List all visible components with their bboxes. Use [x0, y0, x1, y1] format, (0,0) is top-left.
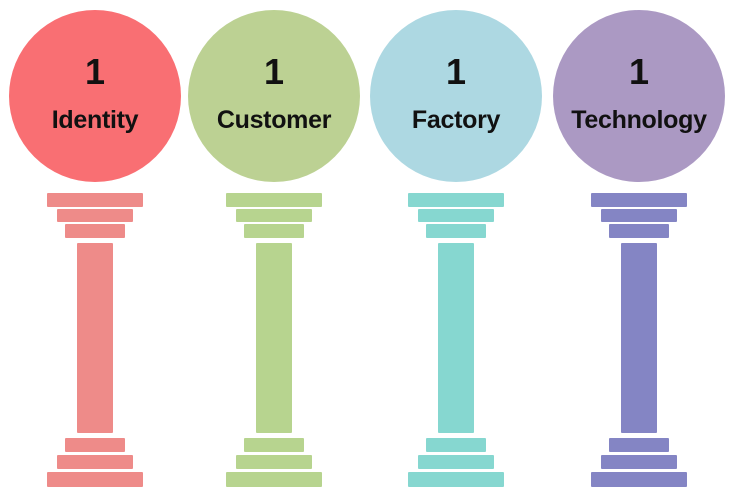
pillar-group-factory: 1 Factory — [366, 0, 546, 493]
pillar-capital-bottom — [244, 224, 304, 238]
pillar-label: Technology — [571, 105, 707, 134]
pillar-capital-top — [226, 193, 322, 207]
pillar-base-bottom — [226, 472, 322, 487]
pillar-group-customer: 1 Customer — [184, 0, 364, 493]
pillar-base-top — [609, 438, 669, 452]
pillar-number: 1 — [445, 50, 467, 92]
pillar-capital-bottom — [426, 224, 486, 238]
pillar-number: 1 — [263, 50, 285, 92]
pillar-capital-middle — [418, 209, 494, 222]
pillar-number: 1 — [84, 50, 106, 92]
pillar-base-bottom — [408, 472, 504, 487]
pillar-factory — [366, 0, 546, 493]
pillar-identity — [5, 0, 185, 493]
pillar-base-middle — [418, 455, 494, 469]
pillar-base-middle — [57, 455, 133, 469]
pillar-group-technology: 1 Technology — [549, 0, 729, 493]
pillar-base-middle — [236, 455, 312, 469]
pillar-capital-top — [591, 193, 687, 207]
pillar-capital-top — [408, 193, 504, 207]
pillar-capital-middle — [236, 209, 312, 222]
circle-technology: 1 Technology — [553, 10, 725, 182]
pillar-label: Identity — [51, 105, 139, 134]
pillar-capital-bottom — [65, 224, 125, 238]
pillar-capital-middle — [601, 209, 677, 222]
pillar-customer — [184, 0, 364, 493]
pillar-label: Customer — [216, 105, 332, 134]
pillar-shaft — [77, 243, 113, 433]
pillar-shaft — [256, 243, 292, 433]
pillar-technology — [549, 0, 729, 493]
pillar-label: Factory — [411, 105, 501, 134]
pillar-shaft — [621, 243, 657, 433]
pillar-base-bottom — [591, 472, 687, 487]
pillar-base-bottom — [47, 472, 143, 487]
pillar-base-top — [244, 438, 304, 452]
pillar-shaft — [438, 243, 474, 433]
pillar-base-middle — [601, 455, 677, 469]
circle-identity: 1 Identity — [9, 10, 181, 182]
pillar-base-top — [426, 438, 486, 452]
pillar-group-identity: 1 Identity — [5, 0, 185, 493]
pillar-number: 1 — [628, 50, 650, 92]
pillar-capital-top — [47, 193, 143, 207]
circle-factory: 1 Factory — [370, 10, 542, 182]
pillar-capital-bottom — [609, 224, 669, 238]
circle-customer: 1 Customer — [188, 10, 360, 182]
pillar-base-top — [65, 438, 125, 452]
pillar-capital-middle — [57, 209, 133, 222]
